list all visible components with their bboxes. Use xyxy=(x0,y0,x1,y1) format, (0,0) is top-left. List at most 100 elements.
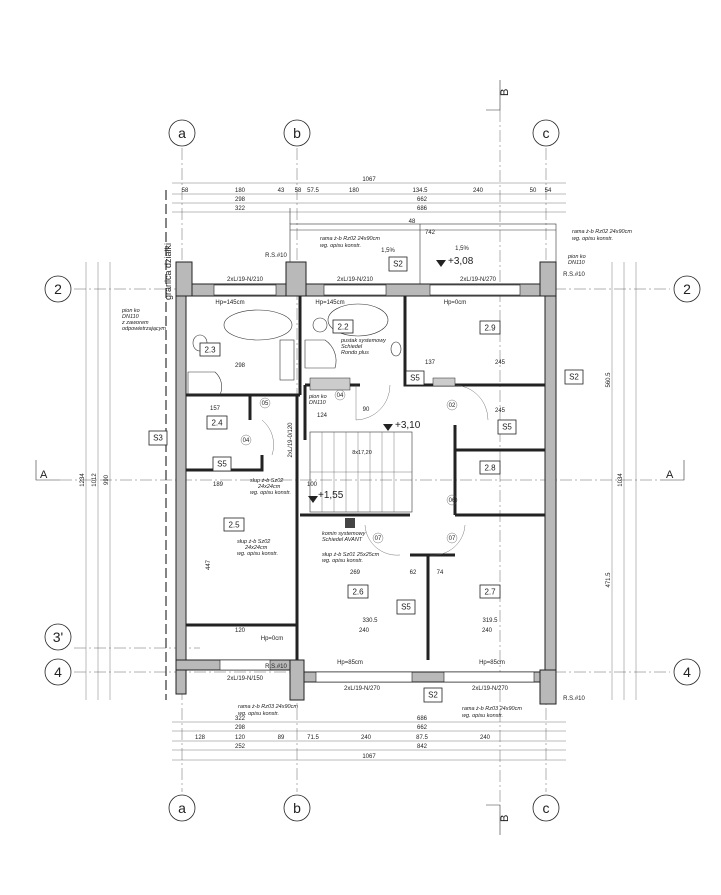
interior-dims-d245a: 245 xyxy=(495,360,506,366)
axis-bubble-4-right xyxy=(673,658,701,686)
staircase: 8x17,20 xyxy=(309,431,413,513)
notes-col-sz02a-2: 24x24cm xyxy=(257,484,281,490)
dims-top-c7: 134.5 xyxy=(412,188,428,194)
interior-dims-d240a: 240 xyxy=(359,628,370,634)
axis-bubble-2-right xyxy=(673,275,701,303)
chimney xyxy=(345,518,355,528)
dims-left-total: 1234 xyxy=(80,473,86,487)
dims-top-c9: 50 xyxy=(530,188,537,194)
dims-top-r2a: 298 xyxy=(235,197,246,203)
shower xyxy=(187,371,222,396)
sill-heights-h1: Hp=145cm xyxy=(215,300,244,306)
notes-col-sz02a-3: wg. opisu konstr. xyxy=(250,490,291,496)
dims-right-d3: 1034 xyxy=(618,473,624,487)
exterior-walls xyxy=(175,261,557,705)
interior-dims-d120: 120 xyxy=(235,628,246,634)
notes-frame-bot-l-sub: wg. opisu konstr. xyxy=(238,711,279,717)
interior-dims-d240b: 240 xyxy=(482,628,493,634)
notes-pipe-vent-3: z zaworem xyxy=(121,320,149,326)
sill-heights-h2: Hp=145cm xyxy=(315,300,344,306)
dims-left-d2: 990 xyxy=(104,474,110,485)
notes-frame-bot-r-sub: wg. opisu konstr. xyxy=(462,713,503,719)
notes-block-1: pustak systemowy xyxy=(340,338,387,344)
axes-a: a xyxy=(178,800,186,816)
doors-d04a: 04 xyxy=(337,393,344,399)
notes-col-sz02b-3: wg. opisu konstr. xyxy=(237,551,278,557)
axis-bubble-4-left xyxy=(44,658,72,686)
axis-bubbles: a b c a b c 2 2 3' 4 4 xyxy=(44,119,701,822)
dims-top-r3b: 686 xyxy=(417,206,428,212)
notes-pipe1b: DN110 xyxy=(309,400,327,406)
interior-dimensions: 298 157 124 90 137 245 245 189 100 269 6… xyxy=(206,360,506,634)
sections-B: B xyxy=(499,815,511,822)
room-label: 2.9 xyxy=(484,324,496,333)
interior-dims-d62: 62 xyxy=(410,570,417,576)
wall-types-s5: S5 xyxy=(401,603,411,612)
interior-dims-d269: 269 xyxy=(350,570,361,576)
notes-pipe1: pion ko xyxy=(308,394,327,400)
notes-frame-top: rama ż-b Rz02 24x90cm xyxy=(320,236,380,242)
window-tags: 2xL/19-N/210 2xL/19-N/210 2xL/19-N/270 2… xyxy=(215,246,585,702)
room-label: 2.2 xyxy=(337,323,349,332)
axes-row4: 4 xyxy=(54,664,62,680)
notes-pipe-vent-4: odpowietrzającym xyxy=(122,326,166,332)
axis-bubble-c-top xyxy=(532,119,560,147)
dims-right-d2: 471.5 xyxy=(606,572,612,588)
room-label: 2.6 xyxy=(352,588,364,597)
notes-col-sz02b-2: 24x24cm xyxy=(244,545,268,551)
dims-bottom-r4a: 252 xyxy=(235,744,246,750)
axis-bubble-2-left xyxy=(44,275,72,303)
interior-dims-d137: 137 xyxy=(425,360,436,366)
wall-type-tags: S2 S2 S2 S3 S5 S5 S5 S5 xyxy=(148,256,584,703)
interior-dims-d100: 100 xyxy=(307,482,318,488)
wall-types-s3: S3 xyxy=(153,434,163,443)
dims-bottom-c3: 89 xyxy=(278,735,285,741)
axis-bubble-c-bottom xyxy=(532,794,560,822)
dims-top-r3a: 322 xyxy=(235,206,246,212)
dims-top-bal: 742 xyxy=(425,230,436,236)
dims-bottom-c7: 240 xyxy=(480,735,491,741)
sill-heights-h5: Hp=85cm xyxy=(337,660,363,666)
interior-dims-d245b: 245 xyxy=(495,408,506,414)
axis-bubble-b-bottom xyxy=(283,794,311,822)
doors-d05: 05 xyxy=(262,401,269,407)
dims-top-c6: 180 xyxy=(349,188,360,194)
axes-a: a xyxy=(178,125,186,141)
levels-l155: +1,55 xyxy=(318,490,344,501)
dims-top-c4: 58 xyxy=(295,188,302,194)
sill-heights-h4: Hp=0cm xyxy=(261,636,284,642)
room-label: 2.3 xyxy=(204,346,216,355)
doors-d07a: 07 xyxy=(375,536,382,542)
doors-d07b: 07 xyxy=(449,536,456,542)
axes-b: b xyxy=(293,125,301,141)
dims-bottom-c6: 87.5 xyxy=(416,735,428,741)
interior-dims-d157: 157 xyxy=(210,406,221,412)
doors-d02: 02 xyxy=(449,403,456,409)
dims-top-r2b: 662 xyxy=(417,197,428,203)
windows-w3: 2xL/19-N/270 xyxy=(460,277,497,283)
rs: R.S.#10 xyxy=(265,253,287,259)
interior-dims-d330: 330.5 xyxy=(362,618,378,624)
levels-l310: +3,10 xyxy=(395,420,421,431)
axis-bubble-3p xyxy=(44,623,72,651)
stairs: 8x17,20 xyxy=(352,450,372,456)
dims-bottom-r2b: 662 xyxy=(417,725,428,731)
room-label: 2.8 xyxy=(484,464,496,473)
notes-frame-bot-l: rama ż-b Rz03 24x90cm xyxy=(238,704,298,710)
interior-dims-d74: 74 xyxy=(437,570,444,576)
dims-left-d3: 447 xyxy=(206,559,212,570)
notes-pipe2: pion ko xyxy=(567,254,586,260)
dims-top-c10: 54 xyxy=(545,188,552,194)
notes-frame-top-r: rama ż-b Rz02 24x90cm xyxy=(572,229,632,235)
levels-l308: +3,08 xyxy=(448,256,474,267)
axes-row3p: 3' xyxy=(53,629,63,645)
notes-pipe2b: DN110 xyxy=(568,260,586,266)
rs: R.S.#10 xyxy=(563,696,585,702)
dims-bottom-c2: 120 xyxy=(235,735,246,741)
axes-row2: 2 xyxy=(54,281,62,297)
notes-col-sz02b-1: słup ż-b Sz02 xyxy=(237,539,270,545)
doors-d06: 06 xyxy=(449,498,456,504)
windows-w7: 2xL/19-0/120 xyxy=(288,422,294,458)
bottom-dimensions: 322 686 298 662 128 120 89 71.5 240 87.5… xyxy=(172,716,566,761)
